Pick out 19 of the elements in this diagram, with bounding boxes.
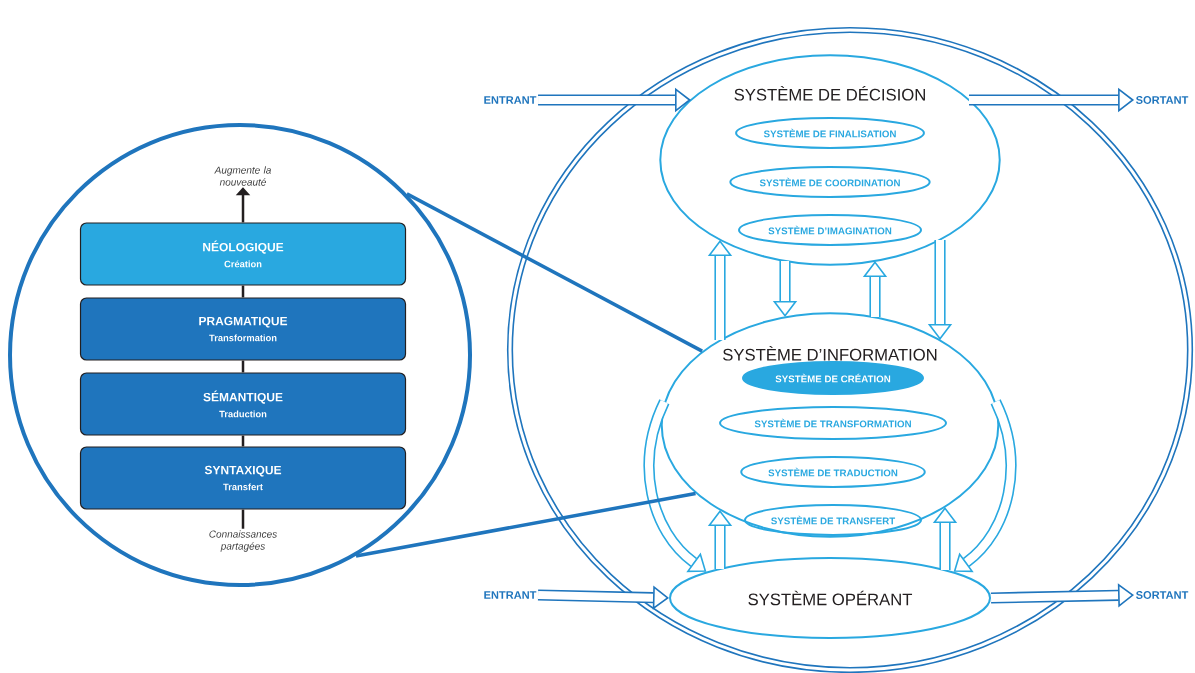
hollow-arrow [643, 399, 707, 573]
layer-box: SÉMANTIQUE Traduction [79, 372, 407, 436]
connector-line [241, 509, 245, 529]
flow-label: ENTRANT [484, 96, 537, 104]
layer-box: PRAGMATIQUE Transformation [79, 297, 407, 361]
flow-label: SORTANT [1136, 96, 1189, 104]
connector-line [241, 285, 245, 298]
layer-box: NÉOLOGIQUE Création [79, 222, 407, 286]
flow-label: ENTRANT [484, 591, 537, 599]
flow-label: SORTANT [1136, 591, 1189, 599]
note-text: Connaissances partagées [209, 530, 277, 552]
magnifier-circle [8, 123, 472, 587]
connector-line [241, 360, 245, 373]
zoom-line [406, 192, 703, 353]
note-text: Augmente la nouveauté [214, 166, 271, 186]
zoom-line [355, 491, 696, 558]
hollow-arrow [953, 399, 1017, 573]
connector-line [241, 435, 245, 447]
layer-box: SYNTAXIQUE Transfert [79, 446, 407, 510]
